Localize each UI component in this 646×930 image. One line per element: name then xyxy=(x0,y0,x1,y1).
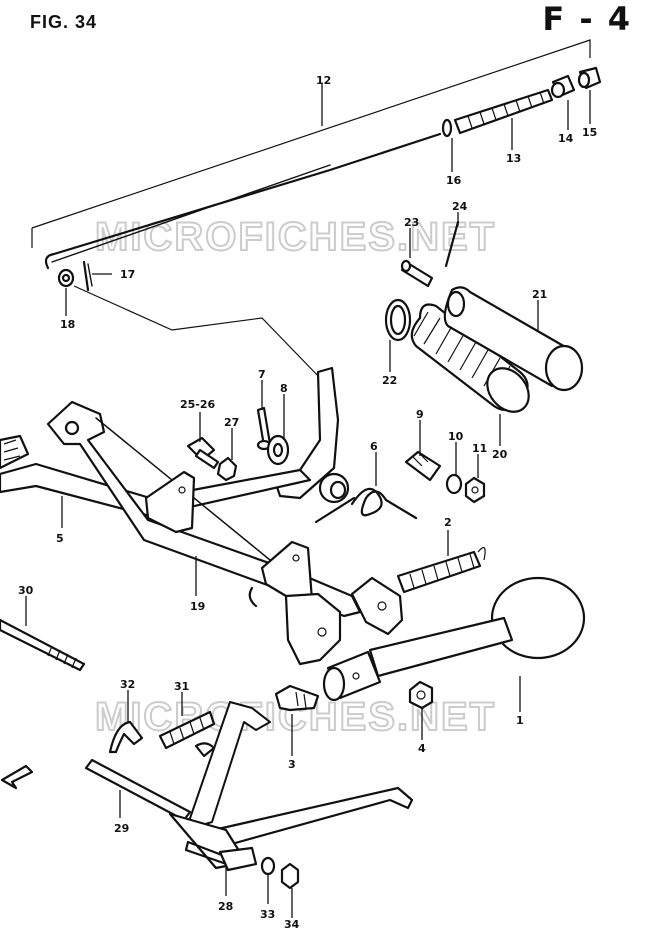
frame-5 xyxy=(0,434,312,518)
washer-16 xyxy=(441,118,453,138)
bolt-25-26 xyxy=(186,436,220,470)
front-direction-icon xyxy=(0,764,34,790)
watermark-top: MICROFICHES.NET xyxy=(95,215,496,259)
footrest-rubber-20 xyxy=(410,303,530,413)
brake-pedal-1 xyxy=(322,576,586,702)
nut-15 xyxy=(577,66,602,90)
callout-25-26: 25-26 xyxy=(180,398,216,411)
callout-23: 23 xyxy=(404,216,419,229)
callout-5: 5 xyxy=(56,532,64,545)
callout-22: 22 xyxy=(382,374,397,387)
joint-14 xyxy=(550,74,576,99)
callout-7: 7 xyxy=(258,368,266,381)
callout-2: 2 xyxy=(444,516,452,529)
frame-19 xyxy=(46,400,404,666)
callout-11: 11 xyxy=(472,442,487,455)
callout-30: 30 xyxy=(18,584,34,597)
pin-23 xyxy=(400,259,434,288)
nut-34 xyxy=(280,862,300,890)
figure-label: FIG. 34 xyxy=(30,12,98,32)
washer-22 xyxy=(384,298,412,342)
callout-1: 1 xyxy=(516,714,524,727)
brake-lever-plate xyxy=(274,366,350,504)
washer-8 xyxy=(266,434,290,466)
brake-rod-12 xyxy=(31,39,591,270)
spring-6 xyxy=(314,487,418,524)
spring-2 xyxy=(396,546,486,594)
callout-6: 6 xyxy=(370,440,378,453)
hook-32 xyxy=(108,720,144,754)
callout-21: 21 xyxy=(532,288,547,301)
callout-14: 14 xyxy=(558,132,574,145)
callout-13: 13 xyxy=(506,152,521,165)
leader-lines xyxy=(25,84,591,918)
callout-12: 12 xyxy=(316,74,331,87)
callout-10: 10 xyxy=(448,430,464,443)
washer-33 xyxy=(260,856,276,876)
shaft-30 xyxy=(0,618,86,672)
page-code: F - 4 xyxy=(542,0,632,38)
callout-16: 16 xyxy=(446,174,462,187)
callout-9: 9 xyxy=(416,408,424,421)
callout-17: 17 xyxy=(120,268,135,281)
callout-31: 31 xyxy=(174,680,189,693)
callout-4: 4 xyxy=(418,742,426,755)
callout-20: 20 xyxy=(492,448,508,461)
bolt-3 xyxy=(274,684,320,712)
callout-32: 32 xyxy=(120,678,135,691)
callout-34: 34 xyxy=(284,918,300,930)
bolt-9 xyxy=(404,450,442,482)
callout-24: 24 xyxy=(452,200,468,213)
stand-29-28 xyxy=(84,701,414,872)
nut-4 xyxy=(408,680,434,710)
callout-33: 33 xyxy=(260,908,275,921)
callout-19: 19 xyxy=(190,600,205,613)
spring-31 xyxy=(158,710,216,750)
callout-29: 29 xyxy=(114,822,129,835)
nut-11 xyxy=(464,476,486,504)
callout-15: 15 xyxy=(582,126,597,139)
callout-numbers: 12 13 14 15 16 17 18 23 24 21 22 20 7 8 … xyxy=(18,74,597,930)
callout-27: 27 xyxy=(224,416,239,429)
cotter-pin-17 xyxy=(82,260,93,292)
leader-18-lever xyxy=(73,285,323,381)
washer-18 xyxy=(57,268,75,288)
callout-8: 8 xyxy=(280,382,288,395)
washer-10 xyxy=(445,473,463,495)
spring-13 xyxy=(453,88,554,135)
cotter-pin-24 xyxy=(444,220,460,268)
callout-3: 3 xyxy=(288,758,296,771)
callout-18: 18 xyxy=(60,318,75,331)
callout-28: 28 xyxy=(218,900,233,913)
footrest-21 xyxy=(443,286,584,392)
nut-27 xyxy=(216,456,238,482)
